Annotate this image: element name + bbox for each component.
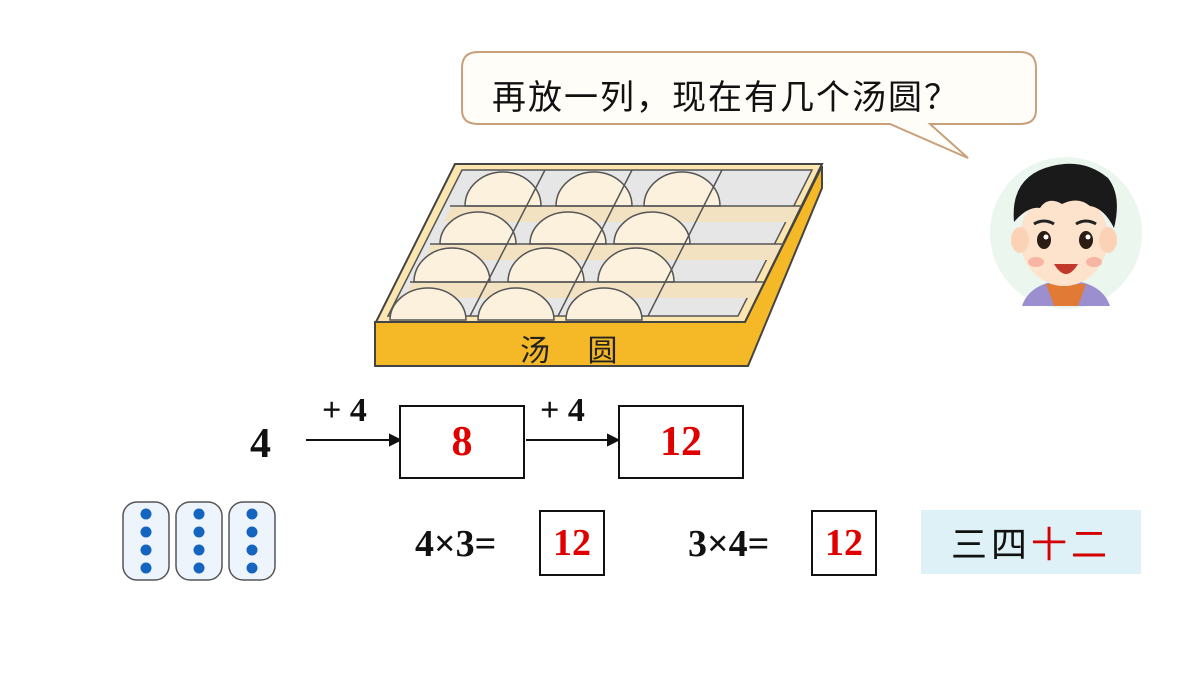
tangyuan-tray [374, 163, 824, 367]
sequence-box-1: 8 [399, 405, 525, 479]
speech-bubble-text: 再放一列，现在有几个汤圆？ [492, 78, 960, 118]
start-number: 4 [250, 421, 271, 467]
speech-bubble [461, 51, 1037, 159]
equation-1-answer-box: 12 [539, 510, 605, 576]
multiplication-rhyme: 三四十二 [921, 510, 1141, 574]
equation-1: 4×3= [415, 523, 497, 565]
dot-groups [122, 501, 276, 581]
sequence-box-2-value: 12 [660, 419, 702, 465]
step2-label: + 4 [540, 392, 585, 429]
boy-avatar [990, 157, 1142, 309]
rhyme-black-part: 三四 [950, 525, 1031, 566]
equation-1-answer: 12 [553, 522, 591, 564]
arrow-2 [526, 433, 621, 447]
step1-label: + 4 [322, 392, 367, 429]
equation-2-answer: 12 [825, 522, 863, 564]
arrow-1 [306, 433, 403, 447]
tray-label: 汤 圆 [520, 334, 632, 369]
sequence-box-1-value: 8 [451, 419, 473, 465]
sequence-box-2: 12 [618, 405, 744, 479]
equation-2: 3×4= [688, 523, 770, 565]
tangyuan-balls [389, 171, 721, 321]
equation-2-answer-box: 12 [811, 510, 877, 576]
rhyme-red-part: 十二 [1031, 525, 1112, 566]
